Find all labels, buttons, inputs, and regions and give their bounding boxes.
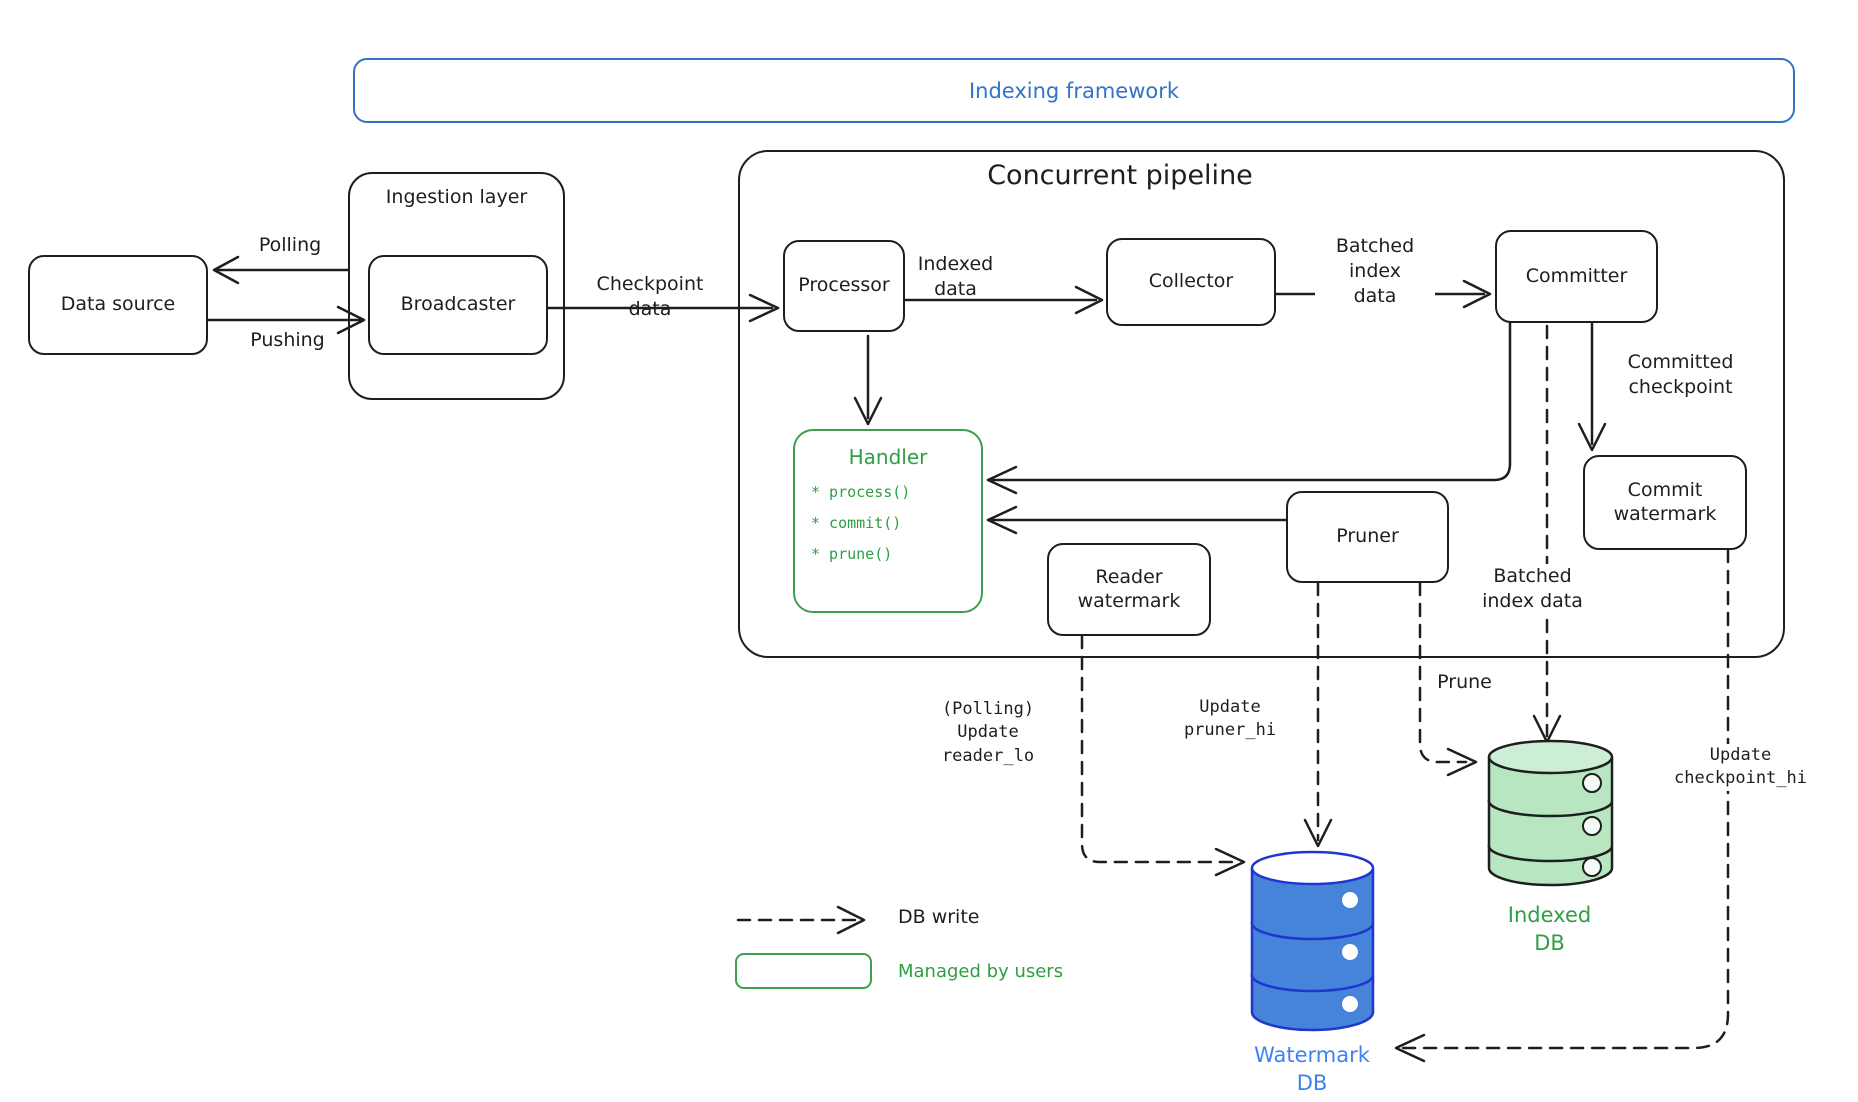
- committer-node: Committer: [1495, 230, 1658, 323]
- commit-watermark-node: Commit watermark: [1583, 455, 1747, 550]
- handler-methods: * process() * commit() * prune(): [811, 477, 981, 570]
- indexing-framework-banner: Indexing framework: [353, 58, 1795, 123]
- committer-label: Committer: [1525, 264, 1628, 287]
- checkpoint-data-arrow: [546, 293, 780, 323]
- legend-managed-by-users-swatch: [735, 953, 872, 989]
- pruner-to-handler-arrow: [986, 505, 1288, 535]
- prune-arrow: [1418, 581, 1478, 777]
- pruner-label: Pruner: [1336, 525, 1399, 548]
- handler-method-commit: * commit(): [811, 514, 902, 532]
- commit-watermark-label: Commit watermark: [1613, 478, 1717, 525]
- batched-index-data-edge-label: Batched index data: [1315, 234, 1435, 310]
- processor-to-handler-arrow: [853, 334, 883, 426]
- watermark-db-cylinder: [1250, 850, 1375, 1032]
- polling-arrow: [212, 255, 350, 285]
- concurrent-pipeline-container: [738, 150, 1785, 658]
- processor-label: Processor: [798, 274, 890, 297]
- banner-title: Indexing framework: [968, 78, 1180, 103]
- handler-node: Handler * process() * commit() * prune(): [793, 429, 983, 613]
- prune-edge-label: Prune: [1437, 671, 1492, 693]
- legend-managed-by-users-label: Managed by users: [898, 961, 1064, 982]
- handler-method-process: * process(): [811, 483, 911, 501]
- watermark-db-label: Watermark DB: [1254, 1043, 1370, 1095]
- pruner-node: Pruner: [1286, 491, 1449, 583]
- legend-db-write-arrow: [736, 905, 866, 935]
- update-pruner-hi-label: Update pruner_hi: [1183, 697, 1277, 741]
- collector-node: Collector: [1106, 238, 1276, 326]
- data-source-node: Data source: [28, 255, 208, 355]
- broadcaster-label: Broadcaster: [400, 293, 516, 316]
- polling-update-reader-lo-label: (Polling) Update reader_lo: [941, 699, 1035, 766]
- indexed-data-edge-label: Indexed data: [917, 253, 994, 301]
- committed-checkpoint-edge-label: Committed checkpoint: [1627, 351, 1734, 399]
- commit-watermark-to-watermark-db-arrow: [1394, 548, 1730, 1063]
- checkpoint-data-edge-label: Checkpoint data: [596, 273, 704, 321]
- ingestion-layer-label: Ingestion layer: [385, 186, 528, 208]
- reader-watermark-node: Reader watermark: [1047, 543, 1211, 636]
- polling-edge-label: Polling: [258, 234, 322, 256]
- pushing-edge-label: Pushing: [250, 329, 325, 351]
- pushing-arrow: [206, 305, 366, 335]
- handler-title: Handler: [848, 445, 928, 469]
- committed-checkpoint-arrow: [1577, 321, 1607, 452]
- data-source-label: Data source: [60, 293, 176, 316]
- indexed-db-label: Indexed DB: [1507, 903, 1592, 955]
- concurrent-pipeline-title: Concurrent pipeline: [987, 160, 1253, 191]
- batched-index-data-db-label: Batched index data: [1455, 564, 1610, 615]
- handler-method-prune: * prune(): [811, 545, 893, 563]
- legend-db-write-label: DB write: [898, 906, 980, 928]
- processor-node: Processor: [783, 240, 905, 332]
- indexed-data-arrow: [903, 285, 1104, 315]
- broadcaster-node: Broadcaster: [368, 255, 548, 355]
- reader-watermark-label: Reader watermark: [1077, 565, 1181, 612]
- committer-to-handler-arrow: [986, 321, 1512, 495]
- ingestion-layer-container: Ingestion layer: [348, 172, 565, 400]
- indexed-db-cylinder: [1487, 739, 1614, 887]
- pruner-to-watermark-db-arrow: [1303, 581, 1333, 848]
- update-checkpoint-hi-label: Update checkpoint_hi: [1638, 744, 1843, 791]
- reader-watermark-to-watermark-db-arrow: [1080, 634, 1246, 877]
- collector-label: Collector: [1148, 270, 1234, 293]
